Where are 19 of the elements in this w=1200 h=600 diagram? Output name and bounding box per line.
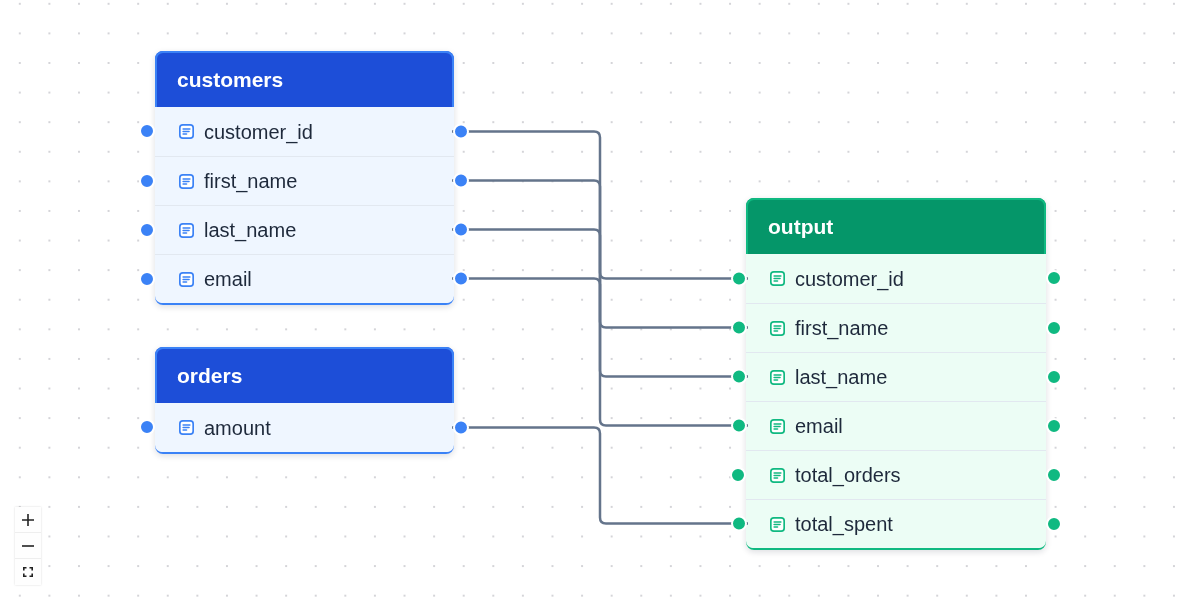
field-name: email — [204, 267, 252, 291]
field-name: total_orders — [795, 463, 901, 487]
table-title: orders — [177, 363, 243, 389]
field-name: last_name — [795, 365, 888, 389]
table-title: customers — [177, 67, 284, 93]
connector-line — [452, 221, 748, 385]
field-name: first_name — [795, 316, 889, 340]
connector-line — [452, 172, 748, 336]
field-name: total_spent — [795, 512, 893, 536]
connector-line — [452, 270, 748, 434]
field-name: first_name — [204, 169, 298, 193]
connector-line — [452, 419, 748, 532]
table-title: output — [768, 214, 834, 240]
field-name: amount — [204, 415, 271, 440]
connector-line — [452, 123, 748, 287]
field-name: customer_id — [795, 266, 904, 291]
field-name: last_name — [204, 218, 297, 242]
field-name: customer_id — [204, 119, 313, 144]
field-name: email — [795, 414, 843, 438]
